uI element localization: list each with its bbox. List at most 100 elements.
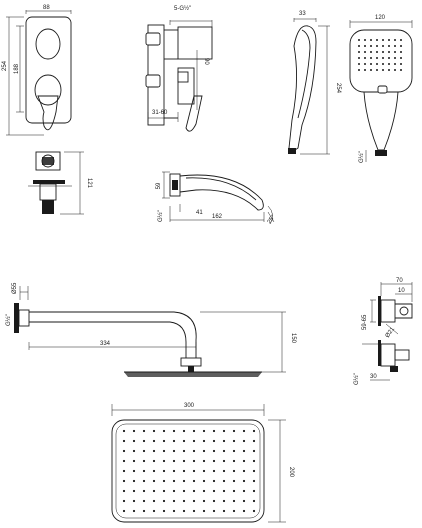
nozzle-dot	[172, 489, 176, 493]
nozzle-dot	[222, 499, 226, 503]
nozzle-dot	[122, 509, 126, 513]
arm-thread-label: G½"	[5, 314, 12, 326]
nozzle-dot	[192, 449, 196, 453]
nozzle-dot	[394, 57, 396, 59]
nozzle-dot	[242, 439, 246, 443]
spout-angle-label: 25°	[267, 214, 277, 225]
nozzle-dot	[370, 39, 372, 41]
nozzle-dot	[212, 509, 216, 513]
nozzle-dot	[394, 39, 396, 41]
nozzle-dot	[252, 509, 256, 513]
nozzle-dot	[122, 439, 126, 443]
valve-body-depth-label: 90	[203, 58, 209, 65]
nozzle-dot	[192, 439, 196, 443]
nozzle-dot	[192, 489, 196, 493]
holder-width-label: 70	[396, 278, 403, 284]
nozzle-dot	[252, 449, 256, 453]
nozzle-dot	[388, 63, 390, 65]
nozzle-dot	[122, 489, 126, 493]
nozzle-dot	[202, 469, 206, 473]
nozzle-dot	[182, 439, 186, 443]
nozzle-dot	[252, 439, 256, 443]
holder-offset-label: 10	[398, 288, 405, 294]
nozzle-dot	[182, 479, 186, 483]
nozzle-dot	[394, 51, 396, 53]
arm-drop-label: 150	[290, 333, 296, 344]
nozzle-dot	[122, 449, 126, 453]
nozzle-dot	[152, 469, 156, 473]
nozzle-dot	[358, 57, 360, 59]
nozzle-dot	[192, 429, 196, 433]
nozzle-dot	[172, 449, 176, 453]
nozzle-dot	[172, 479, 176, 483]
nozzle-dot	[122, 499, 126, 503]
nozzle-dot	[182, 499, 186, 503]
valve-body-range-label: 31-60	[152, 110, 168, 116]
nozzle-dot	[376, 39, 378, 41]
nozzle-dot	[132, 439, 136, 443]
nozzle-dot	[382, 63, 384, 65]
nozzle-dot	[142, 489, 146, 493]
nozzle-dot	[192, 459, 196, 463]
nozzle-dot	[182, 469, 186, 473]
holder-range-label: 59-65	[362, 314, 368, 330]
nozzle-dot	[394, 63, 396, 65]
nozzle-dot	[202, 499, 206, 503]
nozzle-dot	[172, 439, 176, 443]
nozzle-dot	[400, 39, 402, 41]
hand-shower-thread-label: G½"	[358, 151, 365, 163]
nozzle-dot	[370, 51, 372, 53]
nozzle-dot	[152, 499, 156, 503]
nozzle-dot	[232, 459, 236, 463]
nozzle-dot	[400, 63, 402, 65]
holder-diameter-label: Ø21	[385, 326, 397, 339]
nozzle-dot	[172, 459, 176, 463]
nozzle-dot	[376, 69, 378, 71]
nozzle-dot	[242, 499, 246, 503]
nozzle-dot	[142, 499, 146, 503]
nozzle-dot	[242, 509, 246, 513]
nozzle-dot	[388, 57, 390, 59]
nozzle-dot	[364, 63, 366, 65]
nozzle-dot	[252, 489, 256, 493]
nozzle-dot	[242, 479, 246, 483]
nozzle-dot	[242, 489, 246, 493]
nozzle-dot	[242, 429, 246, 433]
nozzle-dot	[388, 39, 390, 41]
nozzle-dot	[202, 489, 206, 493]
rain-nozzle-grid	[122, 429, 256, 513]
nozzle-dot	[132, 489, 136, 493]
nozzle-dot	[232, 509, 236, 513]
spout-length-label: 162	[212, 214, 223, 220]
nozzle-dot	[192, 499, 196, 503]
nozzle-dot	[400, 69, 402, 71]
nozzle-dot	[152, 459, 156, 463]
nozzle-dot	[376, 63, 378, 65]
nozzle-dot	[212, 469, 216, 473]
hand-shower-width-label: 120	[375, 15, 386, 21]
nozzle-dot	[202, 429, 206, 433]
nozzle-dot	[172, 429, 176, 433]
nozzle-dot	[400, 51, 402, 53]
nozzle-dot	[162, 459, 166, 463]
valve-plate-inner-height-label: 188	[14, 63, 20, 74]
nozzle-dot	[222, 459, 226, 463]
nozzle-dot	[388, 45, 390, 47]
hand-shower-front-view	[349, 20, 413, 162]
nozzle-dot	[382, 39, 384, 41]
nozzle-dot	[376, 45, 378, 47]
nozzle-dot	[212, 429, 216, 433]
nozzle-dot	[364, 45, 366, 47]
nozzle-dot	[132, 499, 136, 503]
nozzle-dot	[364, 51, 366, 53]
nozzle-dot	[376, 57, 378, 59]
nozzle-dot	[364, 39, 366, 41]
valve-side-height-label: 121	[86, 178, 92, 189]
nozzle-dot	[242, 469, 246, 473]
nozzle-dot	[202, 479, 206, 483]
nozzle-dot	[370, 69, 372, 71]
shower-holder	[362, 282, 413, 381]
nozzle-dot	[192, 479, 196, 483]
nozzle-dot	[382, 69, 384, 71]
nozzle-dot	[152, 489, 156, 493]
